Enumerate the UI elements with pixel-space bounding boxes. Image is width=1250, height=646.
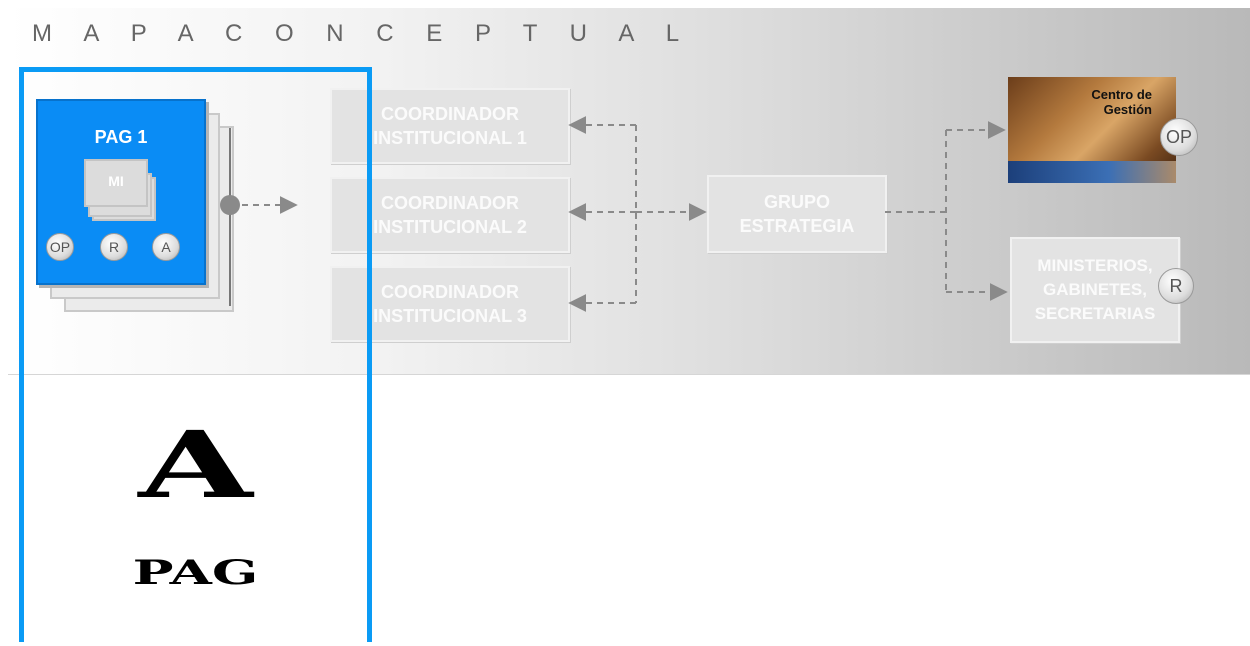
coordinator-2-line2: INSTITUCIONAL 2 xyxy=(373,217,527,237)
r-badge[interactable]: R xyxy=(100,233,128,261)
ministerios-box[interactable]: MINISTERIOS, GABINETES, SECRETARIAS xyxy=(1010,237,1180,343)
pag-highlight-frame: A PAG xyxy=(19,67,372,642)
legend-letter: A xyxy=(138,411,253,519)
grupo-line1: GRUPO xyxy=(763,192,830,212)
page-title: M A P A C O N C E P T U A L xyxy=(32,20,693,47)
grupo-estrategia-box[interactable]: GRUPO ESTRATEGIA xyxy=(707,175,887,253)
photo-footer-strip xyxy=(1008,161,1176,183)
centro-op-badge[interactable]: OP xyxy=(1160,118,1198,156)
legend-word: PAG xyxy=(132,553,259,593)
mi-card[interactable]: MI xyxy=(84,159,148,207)
coordinator-2-line1: COORDINADOR xyxy=(381,193,519,213)
grupo-line2: ESTRATEGIA xyxy=(739,216,855,236)
pag-card-title: PAG 1 xyxy=(94,127,148,147)
ministerios-line3: SECRETARIAS xyxy=(1034,304,1156,323)
ministerios-line2: GABINETES, xyxy=(1043,280,1147,299)
centro-line2: Gestión xyxy=(1103,102,1152,117)
coordinator-3-line2: INSTITUCIONAL 3 xyxy=(373,306,527,326)
legend-area: A PAG xyxy=(24,377,367,642)
mi-label: MI xyxy=(108,173,124,189)
coordinator-3-line1: COORDINADOR xyxy=(381,282,519,302)
pag-card[interactable]: PAG 1 MI OP R A xyxy=(36,99,206,285)
op-badge[interactable]: OP xyxy=(46,233,74,261)
ministerios-line1: MINISTERIOS, xyxy=(1037,256,1153,275)
centro-gestion-title: Centro de Gestión xyxy=(1091,87,1152,117)
coordinator-1-line1: COORDINADOR xyxy=(381,104,519,124)
a-badge[interactable]: A xyxy=(152,233,180,261)
centro-line1: Centro de xyxy=(1091,87,1152,102)
coordinator-1-line2: INSTITUCIONAL 1 xyxy=(373,128,527,148)
ministerios-r-badge[interactable]: R xyxy=(1158,268,1194,304)
centro-gestion-image[interactable]: Centro de Gestión xyxy=(1008,77,1176,183)
